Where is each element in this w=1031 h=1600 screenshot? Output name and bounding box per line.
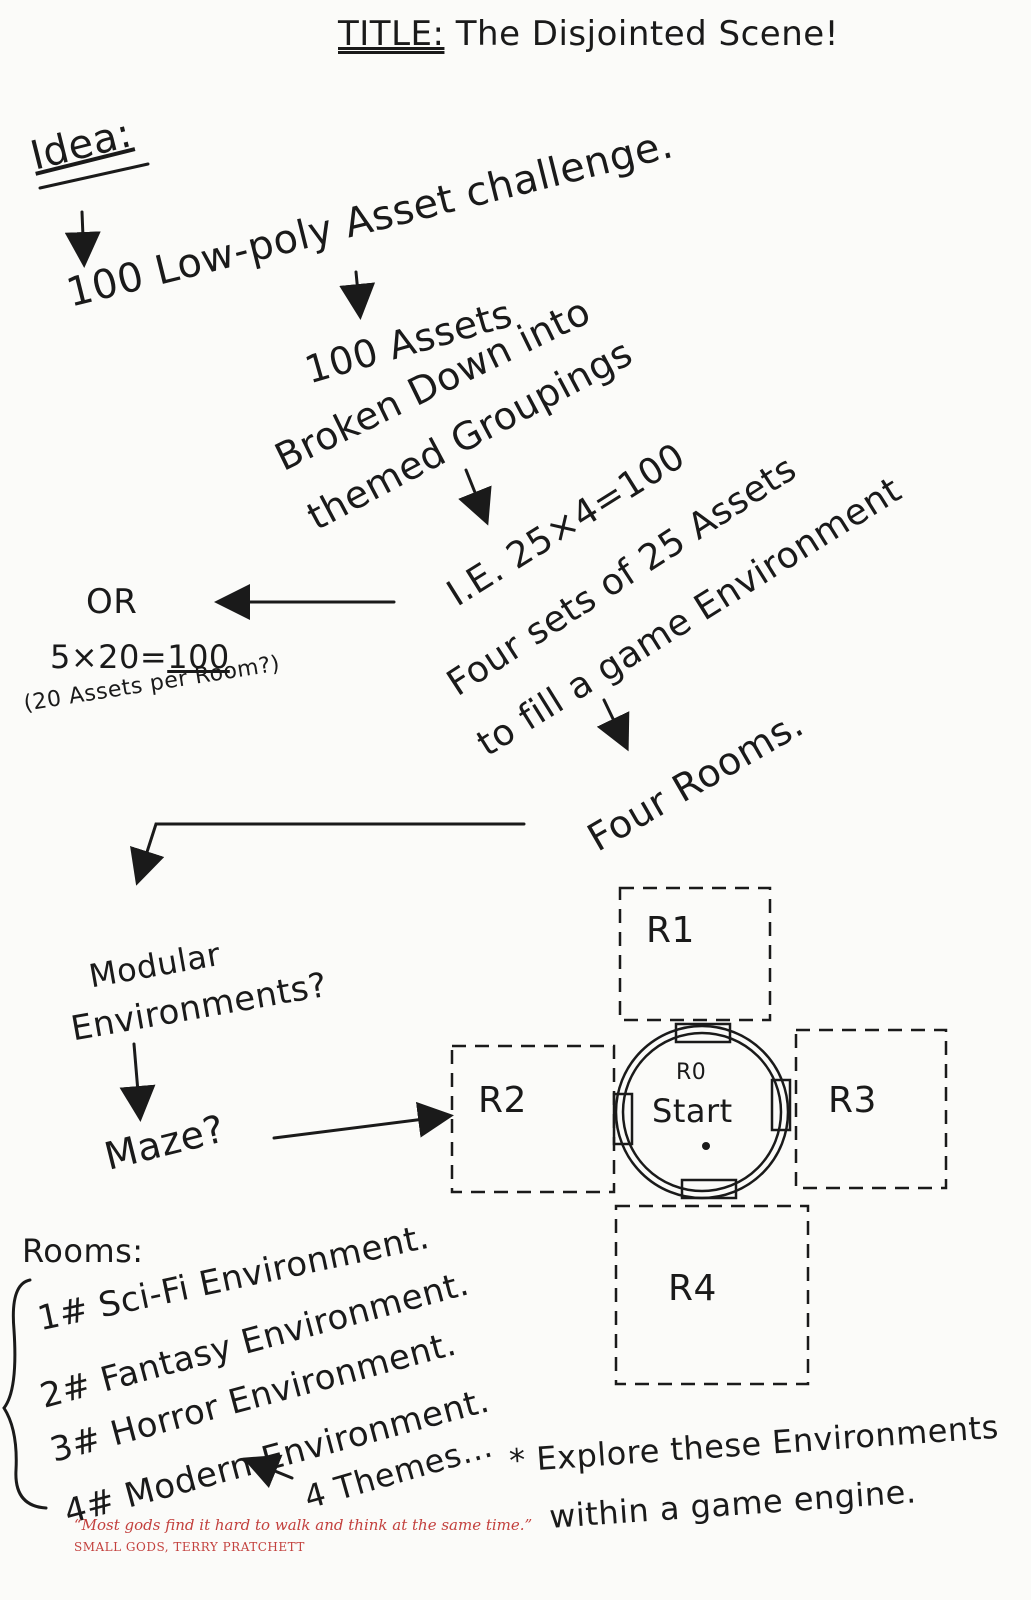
- start-label: Start: [652, 1092, 733, 1130]
- room-r2-box: [450, 1044, 616, 1194]
- arrow-to-modular: [130, 822, 526, 886]
- alt-or: OR: [86, 582, 138, 622]
- room-r0-label: R0: [676, 1060, 707, 1085]
- arrow-assets-down: [339, 270, 376, 320]
- rooms-heading: Rooms:: [22, 1232, 144, 1270]
- door-west: [612, 1092, 634, 1146]
- room-r4-box: [614, 1204, 810, 1386]
- start-circle-inner: [621, 1031, 783, 1193]
- start-marker: [702, 1142, 710, 1150]
- footer-quote: “Most gods find it hard to walk and thin…: [74, 1516, 533, 1534]
- room-r3-label: R3: [828, 1080, 877, 1121]
- room-r1-label: R1: [646, 910, 695, 951]
- arrow-to-maze: [119, 1042, 156, 1122]
- rooms-brace: [2, 1278, 48, 1510]
- arrow-maze-to-r2: [272, 1101, 454, 1140]
- page-title: TITLE: The Disjointed Scene!: [338, 14, 839, 54]
- arrow-themes: [242, 1454, 294, 1489]
- room-r4-label: R4: [668, 1268, 717, 1309]
- alt-equation: 5×20=100: [50, 638, 230, 676]
- idea-underline: [38, 162, 150, 190]
- room-r3-box: [794, 1028, 948, 1190]
- door-north: [674, 1022, 732, 1044]
- door-east: [770, 1078, 792, 1132]
- room-r2-label: R2: [478, 1080, 527, 1121]
- door-south: [680, 1178, 738, 1200]
- room-r1-box: [618, 886, 772, 1022]
- arrow-four-rooms: [596, 698, 630, 752]
- footer-quote-source: SMALL GODS, TERRY PRATCHETT: [74, 1540, 305, 1554]
- arrow-ie-down: [458, 468, 492, 526]
- arrow-idea-down: [64, 210, 101, 268]
